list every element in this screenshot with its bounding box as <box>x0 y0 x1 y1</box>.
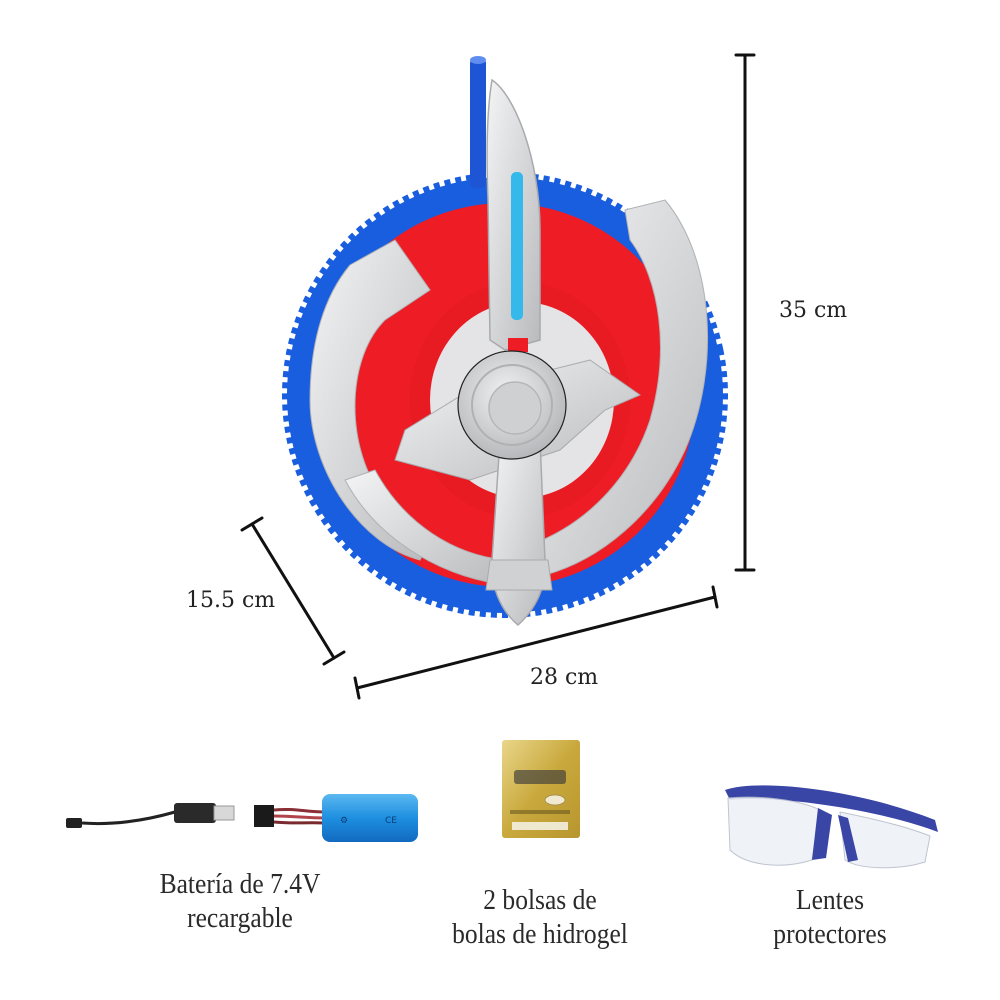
battery-caption: Batería de 7.4V recargable <box>126 867 355 935</box>
gel-balls-caption: 2 bolsas de bolas de hidrogel <box>426 883 655 951</box>
center-disc <box>457 350 567 460</box>
glasses-caption-line1: Lentes <box>795 884 865 916</box>
glasses-caption-line2: protectores <box>773 918 887 950</box>
gel-balls-caption-line1: 2 bolsas de <box>483 884 597 916</box>
gel-balls-caption-line2: bolas de hidrogel <box>452 918 628 950</box>
battery-caption-line1: Batería de 7.4V <box>159 868 321 900</box>
height-dimension-label: 35 cm <box>779 298 848 323</box>
sword-pommel <box>485 559 553 591</box>
svg-text:⚙: ⚙ <box>340 816 348 826</box>
shield-silver-right-arc <box>529 199 709 576</box>
battery-pack: ⚙ CE <box>254 794 418 842</box>
hydrogel-ball-bag <box>502 740 580 838</box>
svg-text:CE: CE <box>385 816 397 826</box>
width-dimension-label: 28 cm <box>530 665 599 690</box>
sword-hilt <box>491 439 547 626</box>
safety-glasses <box>725 785 938 869</box>
sword-light-bar <box>511 172 523 320</box>
sword-red-clip <box>508 338 528 352</box>
water-nozzle <box>470 56 486 188</box>
dimension-height-line <box>734 53 756 572</box>
shield-silver-left-arc <box>309 239 431 561</box>
dimension-depth-line <box>240 516 346 666</box>
dimension-width-line <box>353 585 719 700</box>
glasses-caption: Lentes protectores <box>716 883 945 951</box>
battery-caption-line2: recargable <box>187 902 293 934</box>
usb-charging-cable <box>66 803 235 828</box>
depth-dimension-label: 15.5 cm <box>186 588 276 613</box>
